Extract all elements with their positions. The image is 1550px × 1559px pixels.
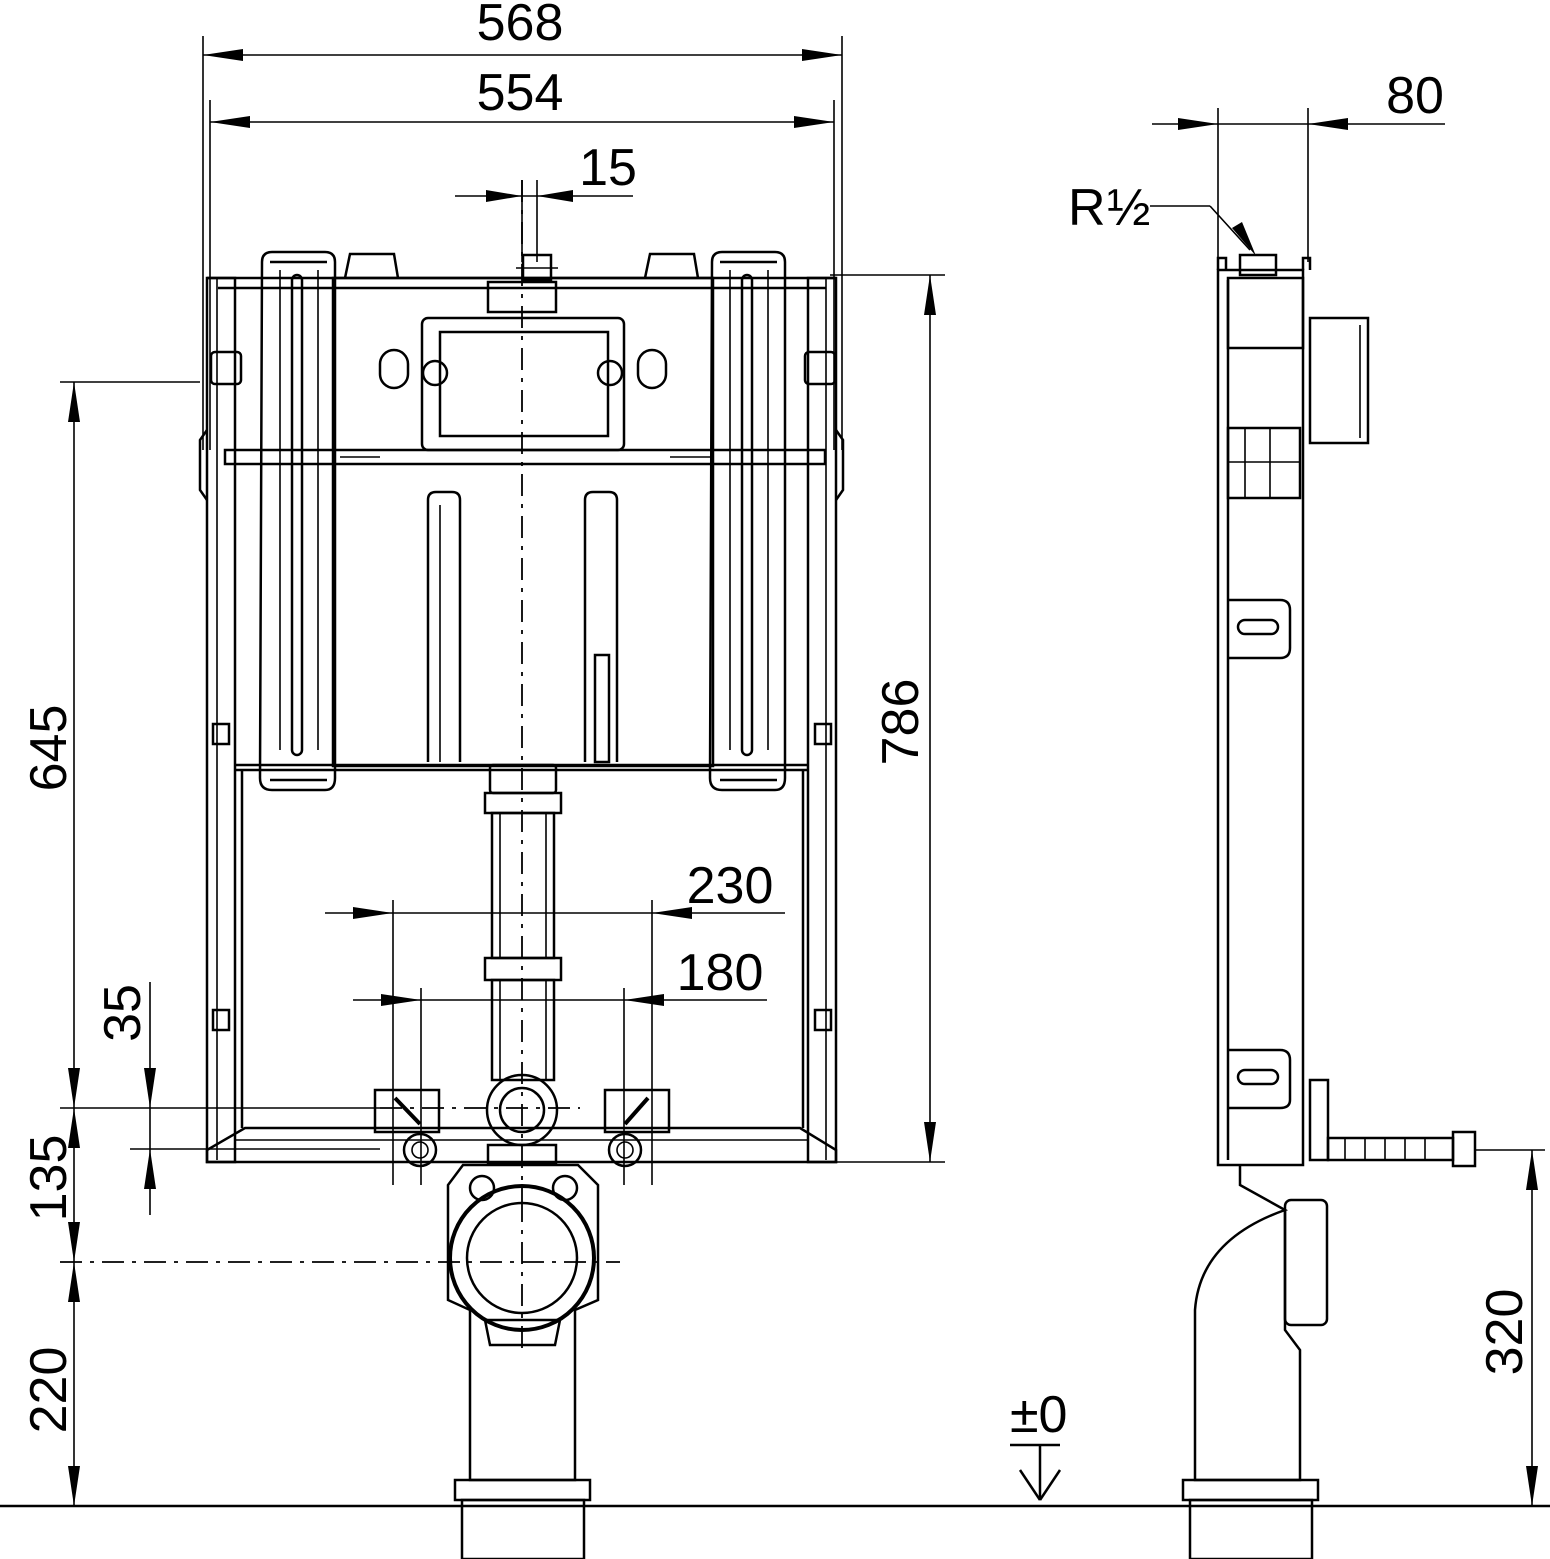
thread-label: R ½ [1068,179,1256,256]
label-220: 220 [20,1347,78,1434]
label-180: 180 [677,944,764,1002]
dimension-645: 645 [20,381,200,1108]
dimension-568: 568 [202,0,843,450]
label-230: 230 [687,857,774,915]
dimension-320: 320 [1475,1149,1545,1506]
label-level: ±0 [1010,1386,1067,1444]
dimension-180: 180 [353,944,767,1185]
label-35: 35 [94,984,152,1042]
label-645: 645 [20,705,78,792]
dimension-35: 35 [60,982,380,1215]
dimension-15: 15 [455,139,637,262]
label-thread: R [1068,179,1106,237]
label-80: 80 [1386,67,1444,125]
level-marker: ±0 [1010,1386,1067,1501]
dimension-786: 786 [830,274,945,1163]
label-15: 15 [579,139,637,197]
drain-elbow [446,1143,600,1559]
label-320: 320 [1476,1289,1534,1376]
dimension-220: 220 [20,1261,620,1506]
stud-bolts [373,1088,671,1168]
dimension-135: 135 [20,1108,80,1262]
side-view-frame [1181,253,1477,1559]
dimension-230: 230 [325,857,785,1185]
label-568: 568 [477,0,564,52]
label-554: 554 [477,64,564,122]
flush-pipe [380,763,580,1147]
cistern-body [258,180,787,1200]
dimension-80: 80 [1152,67,1445,262]
dimension-554: 554 [209,64,835,450]
label-thread-fraction: ½ [1107,179,1150,237]
label-786: 786 [872,679,930,766]
label-135: 135 [20,1135,78,1222]
